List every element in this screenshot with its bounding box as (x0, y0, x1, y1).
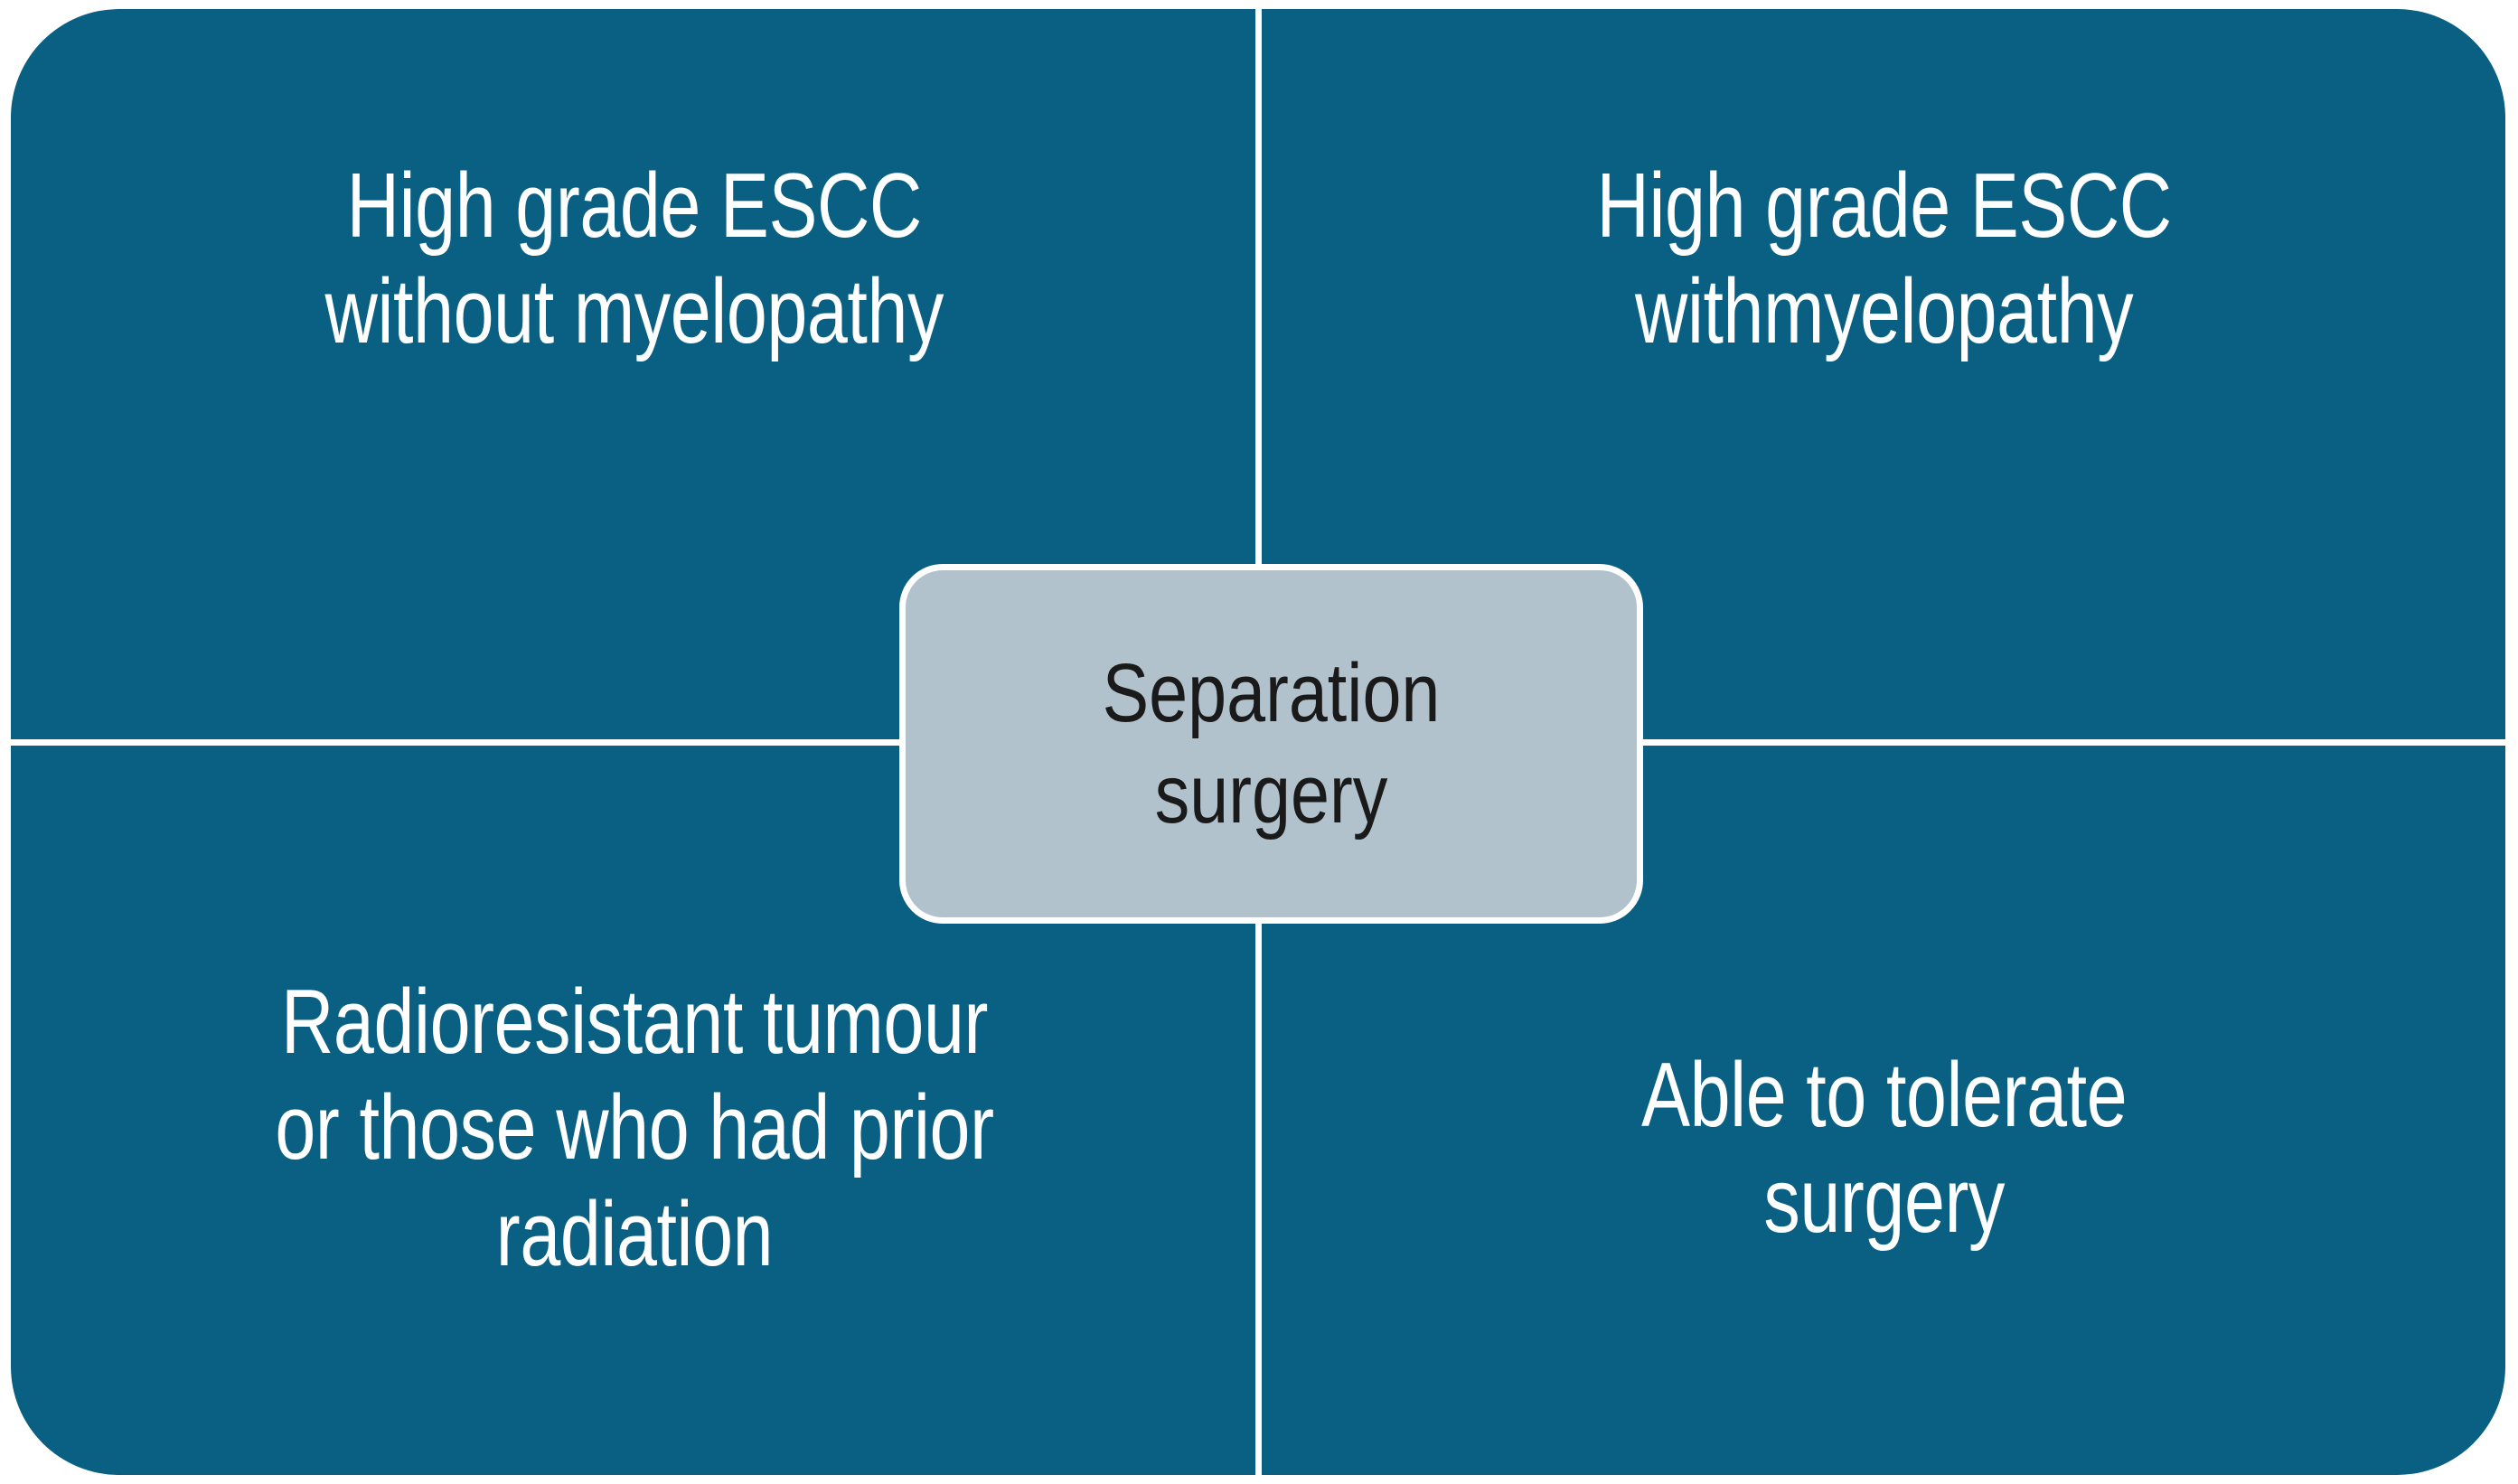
center-callout-box: Separation surgery (899, 564, 1643, 924)
quadrant-top-right-label: High grade ESCC withmyelopathy (1596, 155, 2173, 362)
quadrant-bottom-right-label: Able to tolerate surgery (1641, 1044, 2128, 1252)
quadrant-bottom-right: Able to tolerate surgery (1264, 747, 2505, 1475)
quadrant-panel: High grade ESCC without myelopathy High … (11, 9, 2505, 1475)
quadrant-bottom-left: Radioresistant tumour or those who had p… (11, 747, 1258, 1475)
quadrant-bottom-left-label: Radioresistant tumour or those who had p… (275, 972, 994, 1285)
quadrant-top-right: High grade ESCC withmyelopathy (1264, 9, 2505, 741)
quadrant-top-left: High grade ESCC without myelopathy (11, 9, 1258, 741)
quadrant-top-left-label: High grade ESCC without myelopathy (324, 155, 944, 362)
center-callout-label: Separation surgery (1102, 646, 1441, 841)
